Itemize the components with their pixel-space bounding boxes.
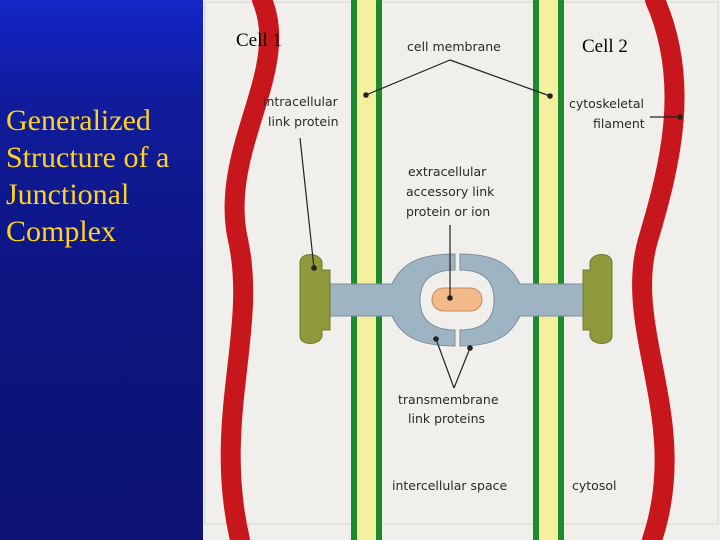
intracellular-link-protein-label-line-2: link protein	[268, 114, 339, 129]
title-panel: Generalized Structure of a Junctional Co…	[0, 0, 203, 540]
cell-2-label: Cell 2	[582, 36, 628, 57]
cell-1-cytoskeletal-filament	[220, 0, 280, 540]
extracellular-accessory-protein	[431, 287, 483, 312]
cell-membrane-label: cell membrane	[407, 39, 501, 54]
transmembrane-link-proteins-label-line-2: link proteins	[408, 411, 485, 426]
cell-1-intracellular-link-protein	[299, 254, 331, 344]
intracellular-link-protein-label-line-1: intracellular	[263, 94, 339, 109]
cell-1-membrane	[351, 0, 382, 540]
cell-2-cytoskeletal-filament	[632, 0, 685, 540]
extracellular-accessory-label-line-1: extracellular	[408, 164, 487, 179]
cytoskeletal-filament-label-line-1: cytoskeletal	[569, 96, 644, 111]
diagram-frame	[204, 1, 719, 525]
extracellular-accessory-label-line-2: accessory link	[406, 184, 495, 199]
cell-2-intracellular-link-protein	[582, 254, 613, 344]
transmembrane-link-proteins	[325, 253, 589, 347]
extracellular-accessory-label-line-3: protein or ion	[406, 204, 490, 219]
cytosol-label: cytosol	[572, 478, 616, 493]
transmembrane-link-proteins-label-line-1: transmembrane	[398, 392, 499, 407]
cytoskeletal-filament-label-line-2: filament	[593, 116, 645, 131]
pointer-lines	[299, 59, 683, 389]
cell-2-membrane	[533, 0, 564, 540]
cell-1-label: Cell 1	[236, 30, 282, 51]
intercellular-space-label: intercellular space	[392, 478, 508, 493]
slide-title: Generalized Structure of a Junctional Co…	[6, 104, 170, 248]
